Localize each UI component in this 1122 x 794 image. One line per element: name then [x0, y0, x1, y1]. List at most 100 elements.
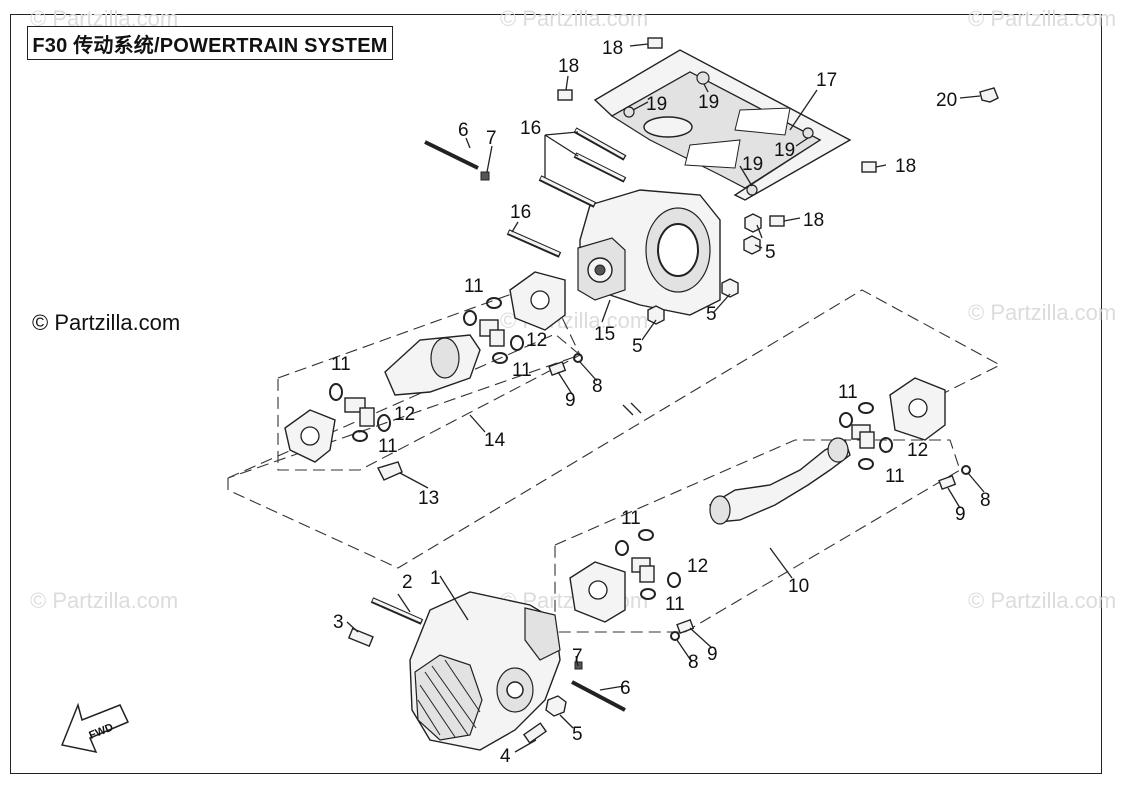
callout-5: 5 — [632, 336, 643, 357]
washer — [961, 465, 971, 475]
long-bolt — [538, 175, 597, 208]
callout-11: 11 — [331, 354, 351, 375]
long-bolt — [506, 229, 562, 258]
circlip — [480, 171, 490, 181]
flange-bore — [908, 398, 928, 418]
callout-7: 7 — [572, 646, 583, 667]
subframe-slot — [684, 139, 741, 169]
long-bolt — [370, 597, 424, 625]
snap-ring — [352, 430, 368, 442]
nut — [746, 184, 758, 196]
callout-11: 11 — [464, 276, 484, 297]
callout-11: 11 — [838, 382, 858, 403]
watermark: © Partzilla.com — [968, 6, 1117, 31]
watermark: © Partzilla.com — [30, 588, 179, 613]
callout-18: 18 — [602, 38, 623, 59]
page-title: F30 传动系统/POWERTRAIN SYSTEM — [32, 34, 388, 57]
leader-lines — [346, 43, 985, 753]
bolt — [647, 37, 663, 49]
snap-ring — [858, 458, 874, 470]
subframe-plate — [610, 71, 822, 189]
front-diff-input — [524, 607, 561, 661]
nut — [744, 213, 762, 233]
callout-5: 5 — [765, 242, 776, 263]
callout-12: 12 — [394, 404, 415, 425]
callout-20: 20 — [936, 90, 957, 111]
bolt — [861, 161, 877, 173]
snap-ring — [858, 402, 874, 414]
axle-shaft — [571, 680, 626, 712]
callout-labels: 1 2 3 4 5 5 5 5 5 6 6 7 7 8 8 8 9 9 9 10… — [331, 38, 991, 767]
washer — [670, 631, 680, 641]
clip — [979, 87, 999, 103]
callout-2: 2 — [402, 572, 413, 593]
callout-3: 3 — [333, 612, 344, 633]
rear-diff-input-shaft — [594, 264, 606, 276]
long-bolt — [573, 152, 627, 183]
callout-1: 1 — [430, 568, 441, 589]
callout-8: 8 — [980, 490, 991, 511]
propeller-yoke — [430, 337, 460, 379]
propeller-yoke — [709, 495, 731, 525]
subframe-hole — [643, 116, 693, 138]
bolt — [377, 461, 403, 481]
bolt — [769, 215, 785, 227]
snap-ring — [492, 352, 508, 364]
callout-19: 19 — [742, 154, 763, 175]
rear-driveshaft-boundary — [227, 289, 1002, 569]
rear-propeller-shaft — [709, 439, 851, 523]
callout-6: 6 — [620, 678, 631, 699]
callout-15: 15 — [594, 324, 615, 345]
callout-12: 12 — [907, 440, 928, 461]
nut — [743, 235, 761, 255]
nut — [545, 695, 567, 717]
universal-joint — [479, 319, 505, 347]
callout-8: 8 — [592, 376, 603, 397]
front-diff-cover — [414, 654, 483, 741]
callout-9: 9 — [955, 504, 966, 525]
callout-17: 17 — [816, 70, 837, 91]
nut — [623, 106, 635, 118]
front-diff-bore — [506, 681, 524, 699]
front-diff-cover-fins — [417, 659, 481, 738]
callout-19: 19 — [646, 94, 667, 115]
bolt — [557, 89, 573, 101]
callout-19: 19 — [698, 92, 719, 113]
lower-driveshaft-boundary — [554, 439, 961, 633]
callout-14: 14 — [484, 430, 506, 451]
callout-10: 10 — [788, 576, 809, 597]
snap-ring — [463, 310, 477, 326]
nut — [696, 71, 710, 85]
callout-11: 11 — [512, 360, 532, 381]
propeller-yoke — [827, 437, 849, 463]
callout-16: 16 — [510, 202, 531, 223]
snap-ring — [329, 383, 343, 401]
callout-11: 11 — [621, 508, 641, 529]
flange-bore — [300, 426, 320, 446]
washer — [573, 353, 583, 363]
watermark: © Partzilla.com — [500, 6, 649, 31]
front-driveshaft-boundary — [277, 281, 581, 471]
universal-joint — [631, 557, 655, 583]
snap-ring — [640, 588, 656, 600]
rear-diff-bore — [657, 223, 699, 277]
title-box: F30 传动系统/POWERTRAIN SYSTEM — [27, 26, 393, 60]
callout-11: 11 — [885, 466, 905, 487]
callout-4: 4 — [500, 746, 511, 767]
callout-18: 18 — [895, 156, 916, 177]
flange-bore — [530, 290, 550, 310]
snap-ring — [638, 529, 654, 541]
axle-shaft — [424, 140, 479, 170]
callout-16: 16 — [520, 118, 541, 139]
callout-13: 13 — [418, 488, 439, 509]
watermark: © Partzilla.com — [968, 588, 1117, 613]
callout-5: 5 — [572, 724, 583, 745]
nut — [802, 127, 814, 139]
callout-12: 12 — [687, 556, 708, 577]
nut — [721, 278, 739, 298]
universal-joint — [344, 397, 375, 427]
snap-ring — [667, 572, 681, 588]
watermark: © Partzilla.com — [968, 300, 1117, 325]
callout-5: 5 — [706, 304, 717, 325]
